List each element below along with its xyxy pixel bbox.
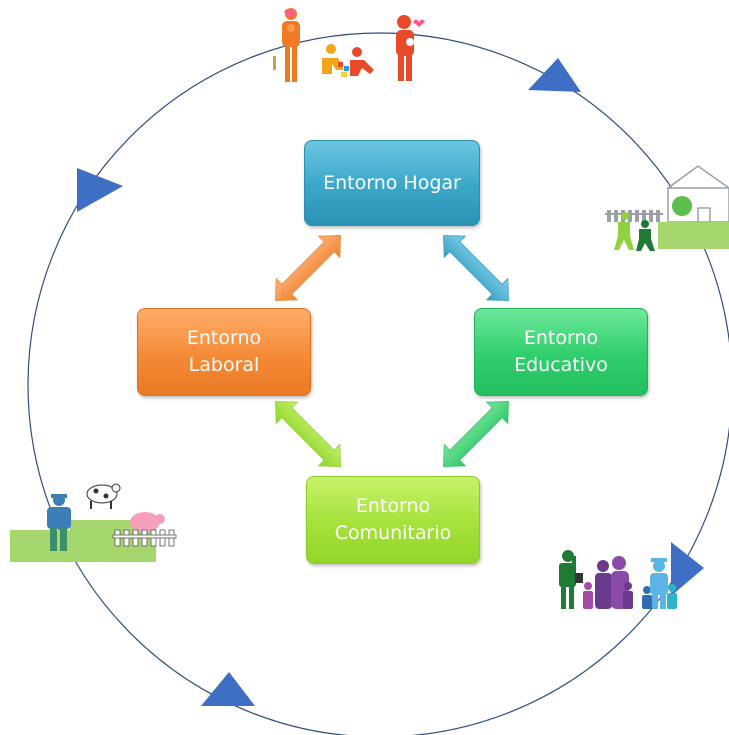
node-label-educativo: Entorno Educativo xyxy=(514,327,608,376)
double-arrow-hogar-laboral xyxy=(275,235,341,301)
cycle-arrow-left xyxy=(77,168,123,212)
double-arrow-hogar-educativo xyxy=(443,235,509,301)
farmer-livestock-icon xyxy=(10,483,177,562)
cycle-arrow-bottom xyxy=(201,672,255,706)
node-label-comunitario: Entorno Comunitario xyxy=(334,495,452,544)
node-entorno-educativo: Entorno Educativo xyxy=(474,308,648,396)
double-arrow-laboral-comunitario xyxy=(275,401,341,467)
double-arrow-educativo-comunitario xyxy=(443,401,509,467)
cycle-arrow-top-right xyxy=(528,58,581,92)
community-group-icon xyxy=(559,550,677,609)
node-entorno-comunitario: Entorno Comunitario xyxy=(306,476,480,564)
school-children-icon xyxy=(605,165,729,251)
cycle-arrow-right xyxy=(671,542,704,596)
node-entorno-hogar: Entorno Hogar xyxy=(304,140,480,226)
node-label-laboral: Entorno Laboral xyxy=(186,327,262,376)
family-caregivers-icon xyxy=(273,8,425,82)
cycle-circle xyxy=(27,32,729,735)
node-label-hogar: Entorno Hogar xyxy=(323,171,461,194)
node-entorno-laboral: Entorno Laboral xyxy=(137,308,311,396)
